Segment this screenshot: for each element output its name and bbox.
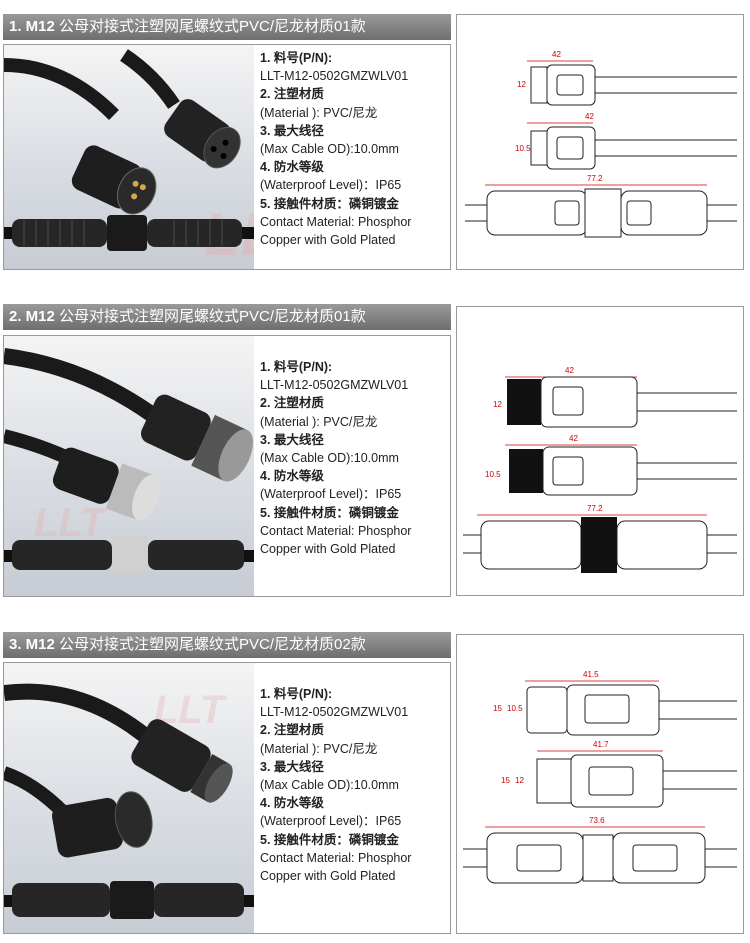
product-info-box: LLT 1. 料号(P/N): LLT-M12-05 [3, 662, 451, 934]
dim-c-length: 77.2 [587, 174, 603, 183]
product-info-box: LLT [3, 44, 451, 270]
dim-b-height: 10.5 [485, 470, 501, 479]
spec-contact-value-2: Copper with Gold Plated [260, 869, 396, 884]
section-number: 3. M12 [9, 636, 55, 653]
section-title: 公母对接式注塑网尾螺纹式PVC/尼龙材质02款 [54, 636, 366, 653]
spec-waterproof-label: 4. 防水等级 [260, 469, 324, 484]
dim-a-height: 12 [493, 400, 502, 409]
product-section-2: 2. M12 公母对接式注塑网尾螺纹式PVC/尼龙材质01款 LLT [0, 300, 750, 600]
product-photo: LLT [4, 336, 254, 596]
spec-contact-value-2: Copper with Gold Plated [260, 542, 396, 557]
spec-material-value: (Material ): PVC/尼龙 [260, 414, 378, 429]
dim-b-length: 42 [569, 434, 578, 443]
spec-cable-label: 3. 最大线径 [260, 123, 324, 138]
product-photo: LLT [4, 45, 254, 269]
dim-b-length: 41.7 [593, 740, 609, 749]
dim-a-height-2: 10.5 [507, 704, 523, 713]
spec-waterproof-label: 4. 防水等级 [260, 796, 324, 811]
dimension-drawing-box: 42 12 42 10.5 77.2 [456, 306, 744, 596]
dimension-drawing-box: 42 12 42 10.5 77.2 [456, 14, 744, 270]
spec-list: 1. 料号(P/N): LLT-M12-0502GMZWLV01 2. 注塑材质… [260, 358, 450, 558]
spec-contact-value-2: Copper with Gold Plated [260, 233, 396, 248]
spec-material-label: 2. 注塑材质 [260, 87, 324, 102]
spec-material-label: 2. 注塑材质 [260, 723, 324, 738]
product-photo: LLT [4, 663, 254, 933]
product-section-3: 3. M12 公母对接式注塑网尾螺纹式PVC/尼龙材质02款 LLT [0, 628, 750, 940]
dim-b-height-2: 12 [515, 776, 524, 785]
dim-a-height-1: 15 [493, 704, 502, 713]
spec-cable-label: 3. 最大线径 [260, 759, 324, 774]
dim-b-height: 10.5 [515, 144, 531, 153]
product-info-box: LLT 1. 料号(P/N): [3, 335, 451, 597]
section-header: 1. M12 公母对接式注塑网尾螺纹式PVC/尼龙材质01款 [3, 14, 451, 40]
dim-a-length: 42 [565, 366, 574, 375]
dim-a-length: 41.5 [583, 670, 599, 679]
spec-waterproof-label: 4. 防水等级 [260, 160, 324, 175]
spec-cable-value: (Max Cable OD):10.0mm [260, 451, 399, 466]
spec-contact-value: Contact Material: Phosphor [260, 850, 412, 865]
spec-pn-value: LLT-M12-0502GMZWLV01 [260, 378, 409, 393]
spec-contact-label: 5. 接触件材质：磷铜镀金 [260, 832, 399, 847]
section-header: 2. M12 公母对接式注塑网尾螺纹式PVC/尼龙材质01款 [3, 304, 451, 330]
section-header: 3. M12 公母对接式注塑网尾螺纹式PVC/尼龙材质02款 [3, 632, 451, 658]
dim-c-length: 77.2 [587, 504, 603, 513]
spec-cable-label: 3. 最大线径 [260, 432, 324, 447]
spec-contact-value: Contact Material: Phosphor [260, 214, 412, 229]
spec-pn-value: LLT-M12-0502GMZWLV01 [260, 69, 409, 84]
spec-contact-value: Contact Material: Phosphor [260, 523, 412, 538]
dimension-drawing: 42 12 42 10.5 77.2 [465, 50, 737, 238]
spec-pn-label: 1. 料号(P/N): [260, 360, 333, 374]
dimension-drawing-box: 41.5 15 10.5 41.7 15 12 73.6 [456, 634, 744, 934]
product-section-1: 1. M12 公母对接式注塑网尾螺纹式PVC/尼龙材质01款 LLT [0, 0, 750, 275]
spec-cable-value: (Max Cable OD):10.0mm [260, 778, 399, 793]
spec-list: 1. 料号(P/N): LLT-M12-0502GMZWLV01 2. 注塑材质… [260, 685, 450, 885]
spec-pn-label: 1. 料号(P/N): [260, 687, 333, 701]
section-number: 1. M12 [9, 18, 55, 35]
spec-material-value: (Material ): PVC/尼龙 [260, 741, 378, 756]
spec-list: 1. 料号(P/N): LLT-M12-0502GMZWLV01 2. 注塑材质… [260, 49, 450, 249]
spec-contact-label: 5. 接触件材质：磷铜镀金 [260, 505, 399, 520]
dim-c-length: 73.6 [589, 816, 605, 825]
spec-cable-value: (Max Cable OD):10.0mm [260, 142, 399, 157]
dimension-drawing: 42 12 42 10.5 77.2 [463, 366, 737, 573]
section-title: 公母对接式注塑网尾螺纹式PVC/尼龙材质01款 [54, 18, 366, 35]
section-title: 公母对接式注塑网尾螺纹式PVC/尼龙材质01款 [54, 308, 366, 325]
spec-waterproof-value: (Waterproof Level)：IP65 [260, 814, 402, 829]
spec-waterproof-value: (Waterproof Level)：IP65 [260, 178, 402, 193]
dim-a-length: 42 [552, 50, 561, 59]
spec-material-value: (Material ): PVC/尼龙 [260, 105, 378, 120]
dimension-drawing: 41.5 15 10.5 41.7 15 12 73.6 [463, 670, 737, 884]
spec-pn-value: LLT-M12-0502GMZWLV01 [260, 705, 409, 720]
spec-material-label: 2. 注塑材质 [260, 396, 324, 411]
dim-a-height: 12 [517, 80, 526, 89]
section-number: 2. M12 [9, 308, 55, 325]
spec-pn-label: 1. 料号(P/N): [260, 51, 333, 65]
dim-b-height-1: 15 [501, 776, 510, 785]
spec-contact-label: 5. 接触件材质：磷铜镀金 [260, 196, 399, 211]
dim-b-length: 42 [585, 112, 594, 121]
spec-waterproof-value: (Waterproof Level)：IP65 [260, 487, 402, 502]
watermark: LLT [34, 501, 108, 545]
